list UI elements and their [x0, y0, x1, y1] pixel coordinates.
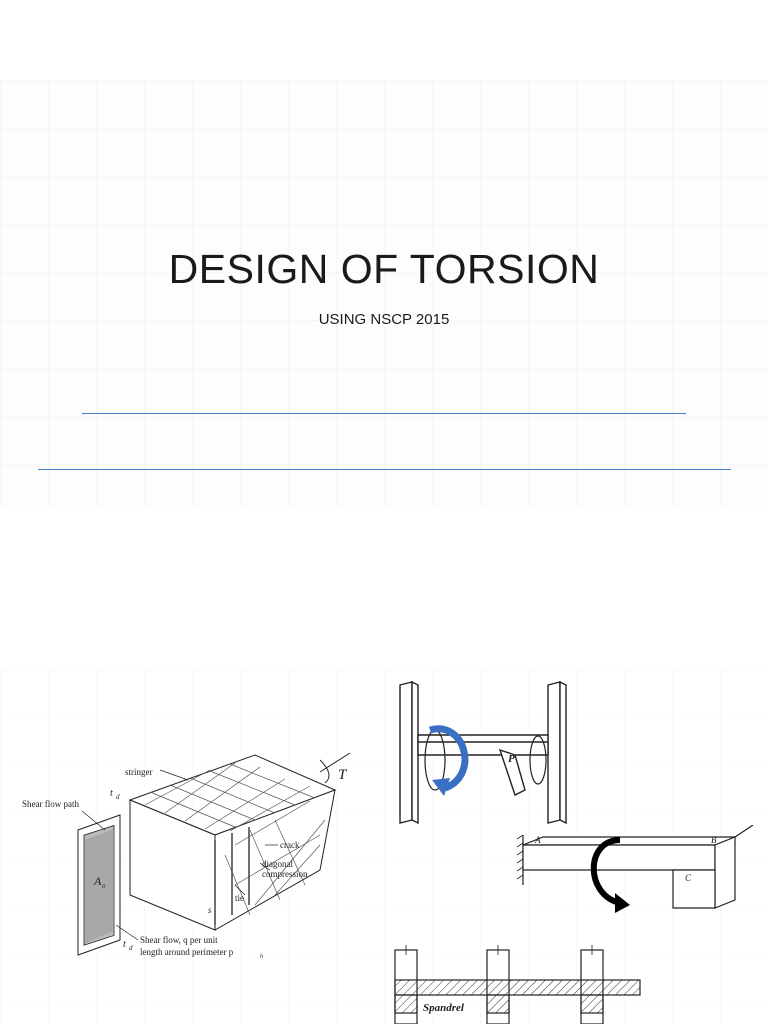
slide-title: DESIGN OF TORSION — [168, 246, 600, 292]
torsion-arrow-black — [590, 837, 621, 906]
label-area: A — [93, 874, 102, 888]
label-shear-flow-path: Shear flow path — [22, 799, 79, 809]
label-compression: compression — [262, 869, 308, 879]
label-shear-flow-1: Shear flow, q per unit — [140, 935, 218, 945]
label-diagonal: diagonal — [262, 859, 293, 869]
label-c: C — [685, 873, 692, 883]
label-td-top-sub: d — [116, 793, 120, 801]
torsion-arrow-blue — [429, 725, 469, 792]
frame-torsion-figure: P — [399, 680, 567, 825]
label-td-top: t — [110, 788, 113, 799]
slide-subtitle: USING NSCP 2015 — [318, 311, 450, 328]
label-load-p: P — [508, 753, 515, 765]
label-b: B — [711, 835, 717, 845]
label-torque: T — [338, 767, 348, 783]
label-shear-flow-sub: h — [260, 954, 263, 960]
divider-line-lower — [38, 469, 731, 470]
label-td-bottom-sub: d — [129, 944, 133, 952]
label-shear-flow-2: length around perimeter p — [140, 947, 234, 957]
cantilever-torsion-figure: A B C — [516, 825, 754, 913]
label-area-sub: o — [102, 882, 106, 890]
label-tie: tie — [235, 893, 244, 903]
label-td-bottom: t — [123, 939, 126, 950]
label-stringer: stringer — [125, 767, 153, 777]
space-truss-figure: stringer T Shear flow path t d A o crack… — [22, 752, 351, 960]
label-spacing: s — [208, 905, 212, 915]
label-spandrel: Spandrel — [423, 1002, 465, 1014]
title-slide-background — [0, 80, 768, 510]
divider-line-upper — [82, 413, 686, 414]
label-crack: crack — [280, 840, 300, 850]
spandrel-figure: Spandrel — [394, 945, 641, 1024]
label-a: A — [534, 835, 541, 845]
